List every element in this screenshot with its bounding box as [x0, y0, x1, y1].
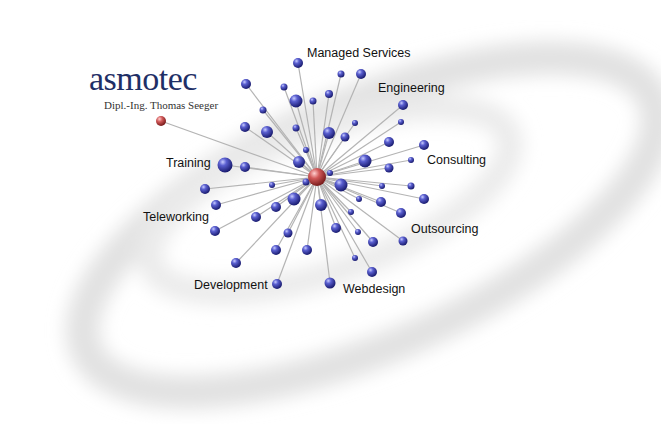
blue-sphere: [408, 183, 415, 190]
service-label: Managed Services: [307, 46, 411, 60]
spoke-line: [317, 177, 355, 258]
spoke-line: [277, 177, 317, 284]
blue-sphere: [323, 127, 335, 139]
blue-sphere: [419, 194, 429, 204]
service-label: Consulting: [427, 153, 486, 167]
service-label: Training: [166, 156, 211, 170]
spoke-line: [317, 74, 361, 177]
hub-sphere: [308, 168, 326, 186]
service-label: Development: [194, 278, 268, 292]
blue-sphere: [284, 229, 293, 238]
blue-sphere: [338, 71, 345, 78]
blue-sphere: [398, 119, 404, 125]
red-sphere: [156, 116, 166, 126]
blue-sphere: [269, 182, 275, 188]
spoke-line: [317, 122, 401, 177]
spoke-line: [307, 177, 317, 250]
blue-sphere: [200, 184, 210, 194]
spoke-line: [317, 145, 424, 177]
blue-sphere: [293, 156, 305, 168]
blue-sphere: [241, 79, 251, 89]
blue-sphere: [325, 90, 333, 98]
blue-sphere: [315, 199, 327, 211]
blue-sphere: [385, 164, 394, 173]
spoke-line: [317, 123, 355, 177]
blue-sphere: [218, 158, 233, 173]
spoke-line: [216, 177, 317, 205]
spoke-line: [317, 142, 389, 177]
blue-sphere: [348, 209, 354, 215]
blue-sphere: [331, 223, 341, 233]
spoke-line: [317, 105, 403, 177]
service-label: Webdesign: [343, 282, 405, 296]
blue-sphere: [210, 226, 220, 236]
blue-sphere: [335, 179, 348, 192]
blue-sphere: [356, 69, 366, 79]
spoke-line: [317, 177, 372, 272]
blue-sphere: [399, 237, 408, 246]
spoke-line: [317, 74, 341, 177]
spoke-line: [246, 84, 317, 177]
blue-sphere: [240, 162, 250, 172]
blue-sphere: [367, 267, 377, 277]
spoke-line: [317, 177, 373, 242]
spoke-line: [236, 177, 317, 263]
blue-sphere: [293, 125, 300, 132]
blue-sphere: [261, 126, 273, 138]
blue-sphere: [419, 140, 429, 150]
blue-sphere: [293, 58, 303, 68]
spoke-line: [205, 177, 317, 189]
blue-sphere: [384, 137, 394, 147]
blue-sphere: [352, 255, 358, 261]
blue-sphere: [290, 95, 303, 108]
blue-sphere: [240, 122, 250, 132]
blue-sphere: [272, 279, 282, 289]
blue-sphere: [359, 155, 372, 168]
blue-sphere: [211, 200, 221, 210]
spoke-line: [267, 132, 317, 177]
service-label: Engineering: [378, 81, 445, 95]
spoke-line: [317, 177, 330, 283]
blue-sphere: [352, 120, 358, 126]
swoosh: [38, 0, 661, 424]
blue-sphere: [408, 157, 414, 163]
spokes: [161, 63, 424, 284]
spoke-line: [317, 177, 403, 241]
service-label: Outsourcing: [411, 222, 478, 236]
blue-sphere: [376, 197, 386, 207]
blue-sphere: [303, 147, 309, 153]
blue-sphere: [396, 208, 406, 218]
blue-sphere: [231, 258, 241, 268]
blue-sphere: [355, 229, 361, 235]
blue-sphere: [341, 133, 350, 142]
blue-sphere: [356, 196, 362, 202]
spoke-line: [313, 101, 317, 177]
blue-sphere: [288, 193, 301, 206]
blue-sphere: [310, 98, 317, 105]
blue-sphere: [281, 84, 288, 91]
spoke-line: [256, 177, 317, 217]
blue-sphere: [398, 100, 408, 110]
spoke-line: [284, 87, 317, 177]
blue-sphere: [302, 245, 312, 255]
blue-sphere: [260, 107, 267, 114]
blue-sphere: [327, 170, 333, 176]
spoke-line: [276, 177, 317, 250]
spoke-line: [161, 121, 317, 177]
logo-subtitle: Dipl.-Ing. Thomas Seeger: [104, 99, 218, 112]
blue-sphere: [379, 183, 385, 189]
spoke-line: [263, 110, 317, 177]
logo-text: asmotec: [89, 62, 197, 96]
spoke-line: [225, 165, 317, 177]
blue-sphere: [368, 237, 378, 247]
blue-sphere: [251, 212, 261, 222]
blue-sphere: [271, 202, 281, 212]
service-label: Teleworking: [143, 210, 209, 224]
blue-sphere: [271, 245, 281, 255]
spoke-line: [317, 168, 389, 177]
blue-sphere: [325, 278, 336, 289]
